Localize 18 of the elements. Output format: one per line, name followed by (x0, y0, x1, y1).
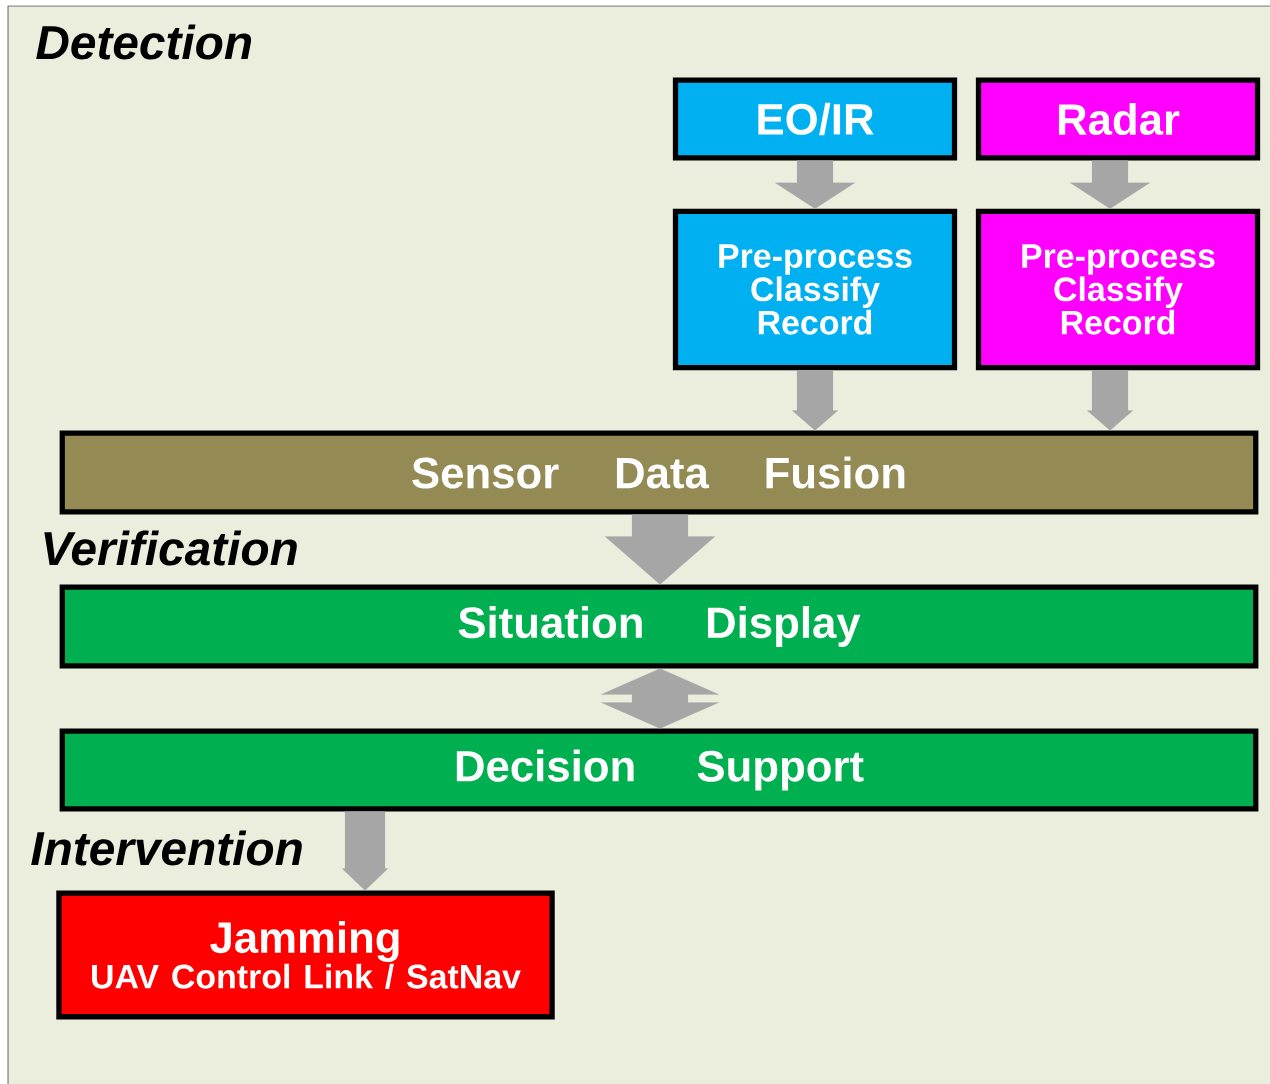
section-heading: Verification (44, 530, 297, 566)
process-box: Pre-process Classify Record (975, 208, 1261, 371)
block-arrow (600, 668, 720, 729)
block-arrow (791, 370, 839, 431)
process-box: Sensor Data Fusion (59, 430, 1259, 515)
block-arrow (1086, 370, 1134, 431)
section-heading: Intervention (31, 830, 302, 866)
process-box: Radar (975, 77, 1261, 161)
block-arrow (341, 811, 389, 891)
process-box: Situation Display (59, 584, 1259, 669)
process-box: Decision Support (59, 728, 1259, 812)
block-arrow (1069, 160, 1151, 209)
process-box: EO/IR (672, 77, 958, 161)
block-arrow (604, 514, 716, 585)
process-box: Pre-process Classify Record (672, 208, 958, 371)
section-heading: Detection (36, 24, 252, 60)
process-box: Jamming UAV Control Link / SatNav (56, 890, 555, 1020)
block-arrow (774, 160, 856, 209)
